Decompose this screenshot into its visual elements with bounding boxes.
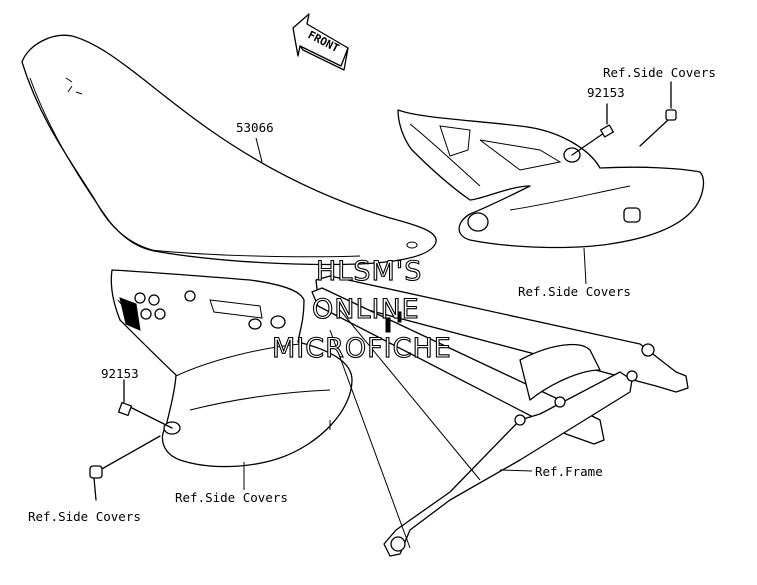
bolt-92153-left — [117, 379, 173, 429]
watermark-line3: MICROFICHE — [272, 333, 452, 364]
label-ref-side-covers-right: Ref.Side Covers — [518, 284, 631, 299]
bolt-right-top — [639, 81, 677, 147]
leader-lines — [243, 137, 587, 490]
label-ref-side-covers-top-right: Ref.Side Covers — [603, 65, 716, 80]
watermark-line2: ONLINE — [312, 294, 420, 325]
bolt-left-bottom — [89, 435, 161, 501]
label-92153-right: 92153 — [587, 85, 625, 100]
label-ref-side-covers-center: Ref.Side Covers — [175, 490, 288, 505]
rear-frame — [311, 275, 689, 557]
front-arrow-icon: FRONT — [292, 13, 349, 71]
side-cover-left — [110, 269, 353, 468]
seat — [21, 34, 437, 266]
label-53066: 53066 — [236, 120, 274, 135]
label-92153-left: 92153 — [101, 366, 139, 381]
label-ref-frame: Ref.Frame — [535, 464, 603, 479]
label-ref-side-covers-bottom-left: Ref.Side Covers — [28, 509, 141, 524]
watermark: HLSM'S ONLINE MICROFICHE — [271, 255, 452, 364]
bolt-92153-right — [571, 103, 614, 156]
side-cover-right — [397, 109, 705, 249]
watermark-line1: HLSM'S — [316, 256, 422, 287]
